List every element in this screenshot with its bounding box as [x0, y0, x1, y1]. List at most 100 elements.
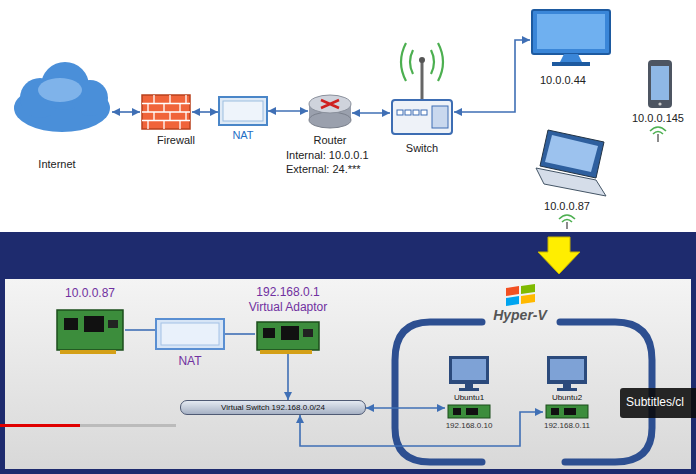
network-card-icon [60, 350, 116, 354]
virtual-machine: Ubuntu1192.168.0.10 [445, 353, 493, 419]
node-label: 10.0.0.87 [65, 287, 115, 301]
hyper-v-bracket [395, 322, 652, 462]
network-card-icon [84, 316, 104, 332]
router-icon [309, 112, 351, 128]
node-label: Virtual Adaptor [249, 301, 328, 315]
vm-computer-icon [547, 356, 587, 384]
top-background [0, 0, 696, 232]
wireless-switch: Switch [390, 28, 454, 136]
desktop-monitor-icon [560, 54, 582, 62]
vm-computer-icon [546, 405, 588, 418]
windows-logo [506, 284, 535, 306]
top-background [0, 0, 696, 232]
network-link [366, 407, 445, 409]
video-progress-bar [0, 424, 80, 427]
wireless-switch-icon [421, 110, 427, 115]
brick-wall-icon [142, 95, 190, 129]
desktop-monitor-icon [537, 14, 605, 49]
nat-device: NAT [155, 318, 225, 350]
node-label: Virtual Switch 192.168.0.0/24 [221, 403, 325, 412]
wireless-switch-icon [401, 43, 443, 81]
virtual-machine: Ubuntu2192.168.0.11 [543, 353, 591, 419]
windows-logo [506, 286, 519, 296]
vm-computer-icon [546, 356, 588, 418]
smartphone: 10.0.0.145 [646, 58, 674, 110]
vm-computer-icon [550, 359, 584, 380]
windows-logo [506, 296, 519, 306]
nat-device-icon [161, 323, 219, 345]
vm-computer-icon [551, 408, 559, 415]
network-link [192, 111, 218, 113]
laptop-icon [536, 168, 606, 196]
vm-computer-icon [459, 388, 479, 391]
vm-computer-icon [466, 408, 478, 415]
lower-panel [5, 279, 691, 469]
zoom-arrow [538, 237, 580, 274]
router-icon [309, 95, 351, 128]
desktop-computer: 10.0.0.44 [530, 8, 614, 68]
node-label: 10.0.0.145 [632, 112, 684, 125]
network-link [287, 354, 289, 400]
wifi-symbol [559, 215, 575, 229]
network-card-icon [281, 326, 299, 340]
wireless-switch-icon [397, 110, 403, 115]
internet-cloud: Internet [12, 62, 112, 134]
cloud-icon [14, 62, 110, 132]
node-label: 192.168.0.10 [446, 421, 493, 430]
network-card: 10.0.0.87 [55, 306, 125, 354]
wireless-switch-icon [413, 110, 419, 115]
wifi-symbol [650, 127, 666, 142]
vm-computer-icon [557, 388, 577, 391]
node-label: 192.168.0.1 [256, 286, 319, 300]
smartphone-icon [651, 66, 669, 100]
network-card-icon [57, 310, 123, 354]
router-icon [309, 95, 351, 113]
network-link [125, 329, 155, 331]
network-card-icon [108, 320, 118, 328]
node-label: Internet [38, 158, 75, 171]
network-link [225, 333, 255, 335]
virtual-adapter: 192.168.0.1Virtual Adaptor [255, 320, 321, 354]
vm-computer-icon [465, 384, 473, 388]
brick-wall-icon [142, 95, 190, 129]
virtual-switch: Virtual Switch 192.168.0.0/24 [180, 400, 366, 415]
node-label: Hyper-V [493, 307, 547, 323]
zoom-arrow [538, 237, 580, 274]
laptop-icon [545, 135, 598, 172]
nat-device-icon [156, 319, 224, 349]
nat-device-icon [219, 97, 267, 125]
vm-computer-icon [452, 359, 486, 380]
desktop-monitor-icon [532, 10, 610, 54]
vm-computer-icon [449, 356, 489, 384]
wireless-switch-icon [392, 100, 452, 134]
node-label: Ubuntu1 [454, 393, 484, 402]
network-card-icon [257, 322, 319, 350]
nat-device-icon [223, 101, 263, 121]
cloud-icon [38, 78, 82, 102]
node-label: 10.0.0.44 [540, 74, 586, 87]
node-label: Switch [406, 142, 438, 155]
network-link [454, 40, 530, 112]
video-progress-bar [0, 424, 176, 427]
network-card-icon [260, 350, 312, 354]
router: RouterInternal: 10.0.0.1External: 24.*** [308, 90, 352, 132]
windows-logo [521, 284, 535, 294]
windows-logo [521, 294, 535, 304]
router-icon [321, 100, 339, 108]
smartphone-icon [648, 60, 672, 108]
wireless-switch-icon [419, 57, 425, 63]
wifi-symbol [650, 127, 666, 134]
vm-computer-icon [453, 408, 461, 415]
hyper-v-bracket [395, 322, 482, 462]
wireless-switch-icon [405, 110, 411, 115]
wifi-symbol [566, 222, 568, 229]
wireless-switch-icon [432, 106, 448, 128]
nat-device: NAT [218, 96, 268, 126]
nat-device-icon [156, 319, 224, 349]
network-card-icon [303, 329, 313, 337]
navy-frame [0, 232, 696, 474]
node-label: Firewall [157, 134, 195, 147]
desktop-monitor-icon [532, 10, 610, 66]
wireless-switch-icon [392, 43, 452, 134]
